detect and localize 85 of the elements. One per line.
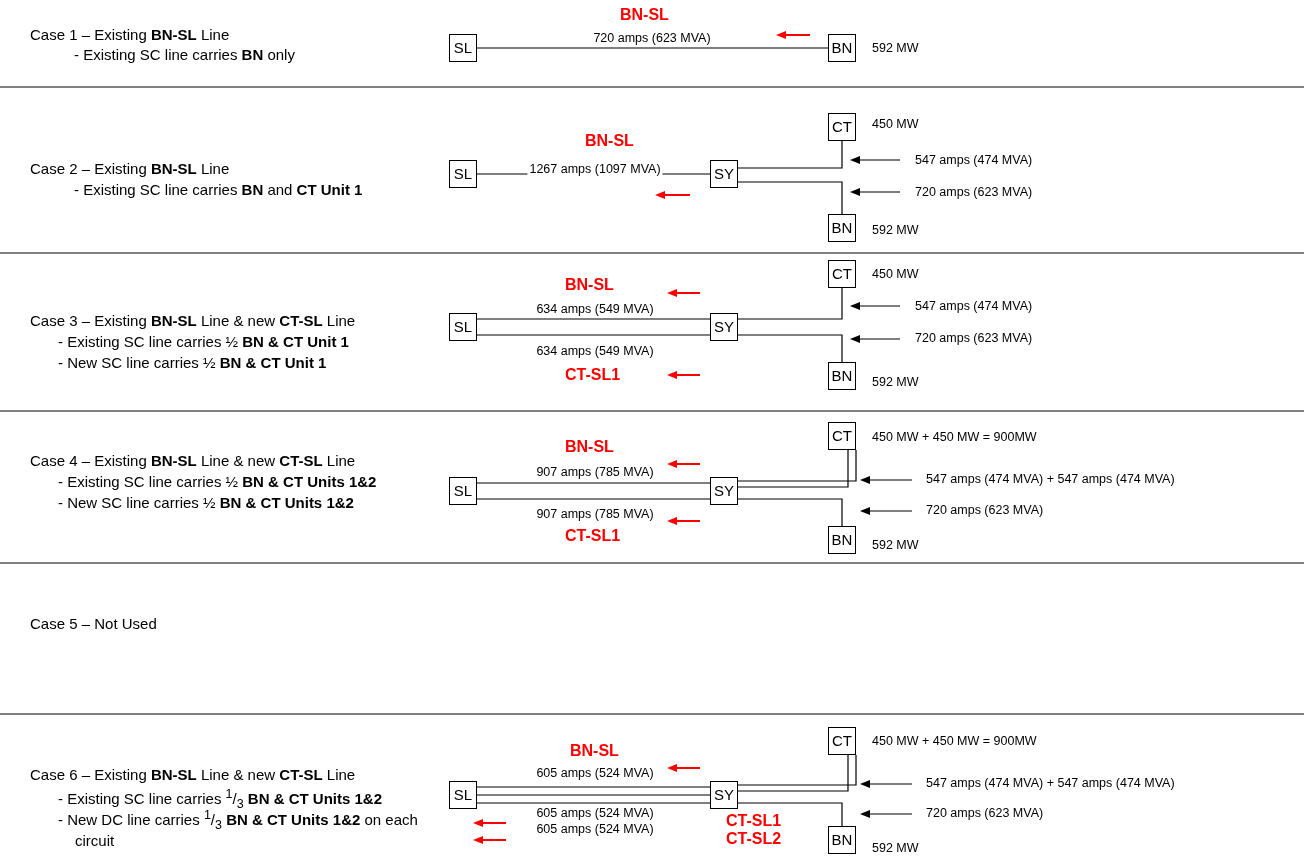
case-note: - Existing SC line carries BN and CT Unit 1 (74, 181, 363, 198)
line-name: BN-SL (620, 6, 669, 24)
current-label: 547 amps (474 MVA) + 547 amps (474 MVA) (926, 472, 1175, 486)
current-label: 634 amps (549 MVA) (534, 344, 656, 358)
case-title: Case 6 – Existing BN-SL Line & new CT-SL Line (30, 766, 356, 783)
transmission-line (737, 802, 843, 827)
case-title: Case 2 – Existing BN-SL Line (30, 160, 230, 177)
transmission-line (737, 140, 843, 169)
case-note: - New SC line carries ½ BN & CT Units 1&2 (58, 494, 354, 511)
current-label: 720 amps (623 MVA) (591, 31, 713, 45)
current-label: 907 amps (785 MVA) (534, 507, 656, 521)
case-title: Case 4 – Existing BN-SL Line & new CT-SL Line (30, 452, 356, 469)
case-note: - New DC line carries $^{1}$/$_{3}$ BN & CT Units 1&2 on each circuit (58, 808, 419, 849)
line-name: BN-SL (585, 132, 634, 150)
transmission-line (737, 754, 849, 792)
current-label: 547 amps (474 MVA) (915, 299, 1033, 313)
capacity-label: 592 MW (872, 41, 919, 55)
current-label: 605 amps (524 MVA) (534, 822, 656, 836)
substation-box: BN (828, 34, 856, 62)
substation-box: SL (449, 34, 477, 62)
transmission-line (737, 754, 857, 786)
case-title: Case 3 – Existing BN-SL Line & new CT-SL Line (30, 312, 356, 329)
transmission-line (737, 334, 843, 363)
current-label: 547 amps (474 MVA) + 547 amps (474 MVA) (926, 776, 1175, 790)
current-label: 907 amps (785 MVA) (534, 465, 656, 479)
case-note: - Existing SC line carries ½ BN & CT Units 1&2 (58, 473, 377, 490)
substation-box: CT (828, 422, 856, 450)
transmission-line (737, 449, 857, 482)
transmission-line (737, 449, 849, 488)
case-note: - New SC line carries ½ BN & CT Unit 1 (58, 354, 327, 371)
substation-box: SY (710, 160, 738, 188)
current-label: 605 amps (524 MVA) (534, 806, 656, 820)
substation-box: SL (449, 781, 477, 809)
current-label: 605 amps (524 MVA) (534, 766, 656, 780)
transmission-line (737, 181, 843, 215)
case-note: - Existing SC line carries ½ BN & CT Unit 1 (58, 333, 349, 350)
transmission-line (476, 334, 711, 336)
transmission-line (476, 47, 829, 49)
substation-box: SY (710, 313, 738, 341)
substation-box: SL (449, 160, 477, 188)
capacity-label: 592 MW (872, 538, 919, 552)
current-label: 634 amps (549 MVA) (534, 302, 656, 316)
current-label: 720 amps (623 MVA) (915, 185, 1033, 199)
case-title: Case 5 – Not Used (30, 615, 157, 632)
transmission-line (476, 498, 711, 500)
substation-box: CT (828, 260, 856, 288)
transmission-line (476, 318, 711, 320)
line-name: BN-SL (565, 276, 614, 294)
line-name: CT-SL1 (726, 812, 782, 830)
capacity-label: 592 MW (872, 375, 919, 389)
substation-box: BN (828, 214, 856, 242)
substation-box: SY (710, 477, 738, 505)
substation-box: CT (828, 727, 856, 755)
substation-box: BN (828, 526, 856, 554)
capacity-label: 450 MW (872, 117, 919, 131)
case-title: Case 1 – Existing BN-SL Line (30, 26, 230, 43)
substation-box: CT (828, 113, 856, 141)
current-label: 720 amps (623 MVA) (926, 503, 1044, 517)
transmission-line (476, 786, 711, 788)
capacity-label: 592 MW (872, 223, 919, 237)
capacity-label: 592 MW (872, 841, 919, 855)
capacity-label: 450 MW + 450 MW = 900MW (872, 430, 1037, 444)
substation-box: BN (828, 826, 856, 854)
current-label: 1267 amps (1097 MVA) (527, 162, 663, 176)
case-note: - Existing SC line carries $^{1}$/$_{3}$ BN & CT Units 1&2 (58, 787, 382, 811)
capacity-label: 450 MW + 450 MW = 900MW (872, 734, 1037, 748)
transmission-line (476, 482, 711, 484)
substation-box: BN (828, 362, 856, 390)
line-name: CT-SL2 (726, 830, 782, 848)
line-name: BN-SL (570, 742, 619, 760)
transmission-line (737, 498, 843, 527)
current-label: 720 amps (623 MVA) (915, 331, 1033, 345)
line-name: CT-SL1 (565, 527, 621, 545)
line-name: CT-SL1 (565, 366, 621, 384)
substation-box: SL (449, 313, 477, 341)
line-name: BN-SL (565, 438, 614, 456)
substation-box: SL (449, 477, 477, 505)
case-note: - Existing SC line carries BN only (74, 46, 295, 63)
current-label: 547 amps (474 MVA) (915, 153, 1033, 167)
transmission-line (476, 802, 711, 804)
capacity-label: 450 MW (872, 267, 919, 281)
transmission-line (476, 794, 711, 796)
current-label: 720 amps (623 MVA) (926, 806, 1044, 820)
substation-box: SY (710, 781, 738, 809)
transmission-line (737, 287, 843, 320)
